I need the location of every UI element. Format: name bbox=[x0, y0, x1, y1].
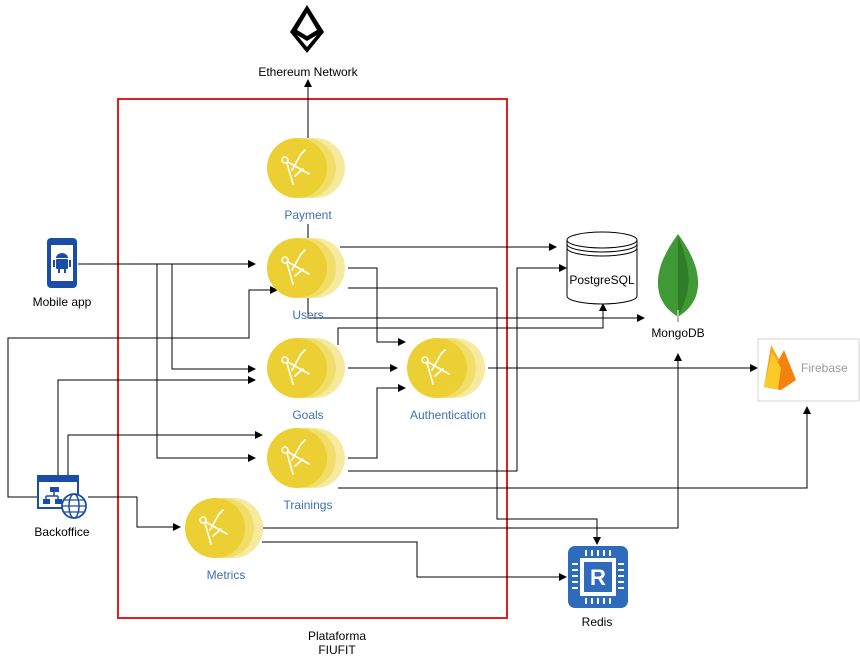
web-app-icon bbox=[37, 475, 87, 519]
payment-service-icon bbox=[266, 137, 346, 199]
ethereum-icon bbox=[290, 5, 324, 53]
edge-backoffice-users bbox=[7, 286, 278, 498]
edge-users-redis bbox=[348, 287, 601, 545]
platform-title-line2: FIUFIT bbox=[318, 643, 356, 657]
connectors bbox=[7, 79, 811, 581]
metrics-service-icon bbox=[184, 497, 264, 559]
firebase-label: Firebase bbox=[801, 361, 848, 375]
svg-text:R: R bbox=[590, 565, 606, 590]
platform-boundary bbox=[117, 98, 508, 619]
goals-service-icon bbox=[266, 337, 346, 399]
edge-metrics-redis bbox=[262, 541, 567, 581]
trainings-label: Trainings bbox=[283, 498, 333, 512]
users-service-icon bbox=[266, 237, 346, 299]
authentication-label: Authentication bbox=[409, 408, 487, 422]
edge-trainings-postgres bbox=[348, 264, 567, 472]
postgres-label: PostgreSQL bbox=[569, 273, 635, 287]
redis-label: Redis bbox=[581, 615, 613, 629]
firebase-card bbox=[757, 338, 860, 402]
mobile-app-label: Mobile app bbox=[32, 295, 92, 309]
mongodb-label: MongoDB bbox=[651, 326, 705, 340]
platform-title: Plataforma FIUFIT bbox=[308, 629, 366, 657]
android-phone-icon bbox=[47, 238, 77, 288]
payment-label: Payment bbox=[284, 208, 332, 222]
platform-title-line1: Plataforma bbox=[307, 629, 367, 643]
chip-icon: R bbox=[568, 546, 628, 608]
flame-icon bbox=[764, 345, 796, 390]
edge-metrics-mongodb bbox=[262, 353, 682, 529]
authentication-service-icon bbox=[406, 337, 486, 399]
users-label: Users bbox=[292, 308, 324, 322]
leaf-icon bbox=[657, 234, 699, 322]
backoffice-label: Backoffice bbox=[34, 525, 90, 539]
edge-mobile-trainings bbox=[156, 264, 256, 462]
edge-mobile-goals bbox=[171, 264, 256, 373]
ethereum-label: Ethereum Network bbox=[258, 65, 358, 79]
metrics-label: Metrics bbox=[206, 568, 246, 582]
edge-backoffice-metrics bbox=[88, 496, 181, 531]
database-cylinder-icon bbox=[566, 231, 638, 305]
edge-backoffice-goals bbox=[57, 376, 256, 476]
edge-backoffice-trainings bbox=[67, 431, 263, 476]
edge-users-auth bbox=[348, 267, 406, 346]
edge-goals-postgres bbox=[337, 303, 607, 345]
edge-trainings-firebase bbox=[338, 406, 811, 489]
edge-users-mongodb bbox=[307, 298, 645, 322]
goals-label: Goals bbox=[292, 408, 324, 422]
trainings-service-icon bbox=[266, 427, 346, 489]
edge-trainings-auth bbox=[348, 384, 406, 459]
